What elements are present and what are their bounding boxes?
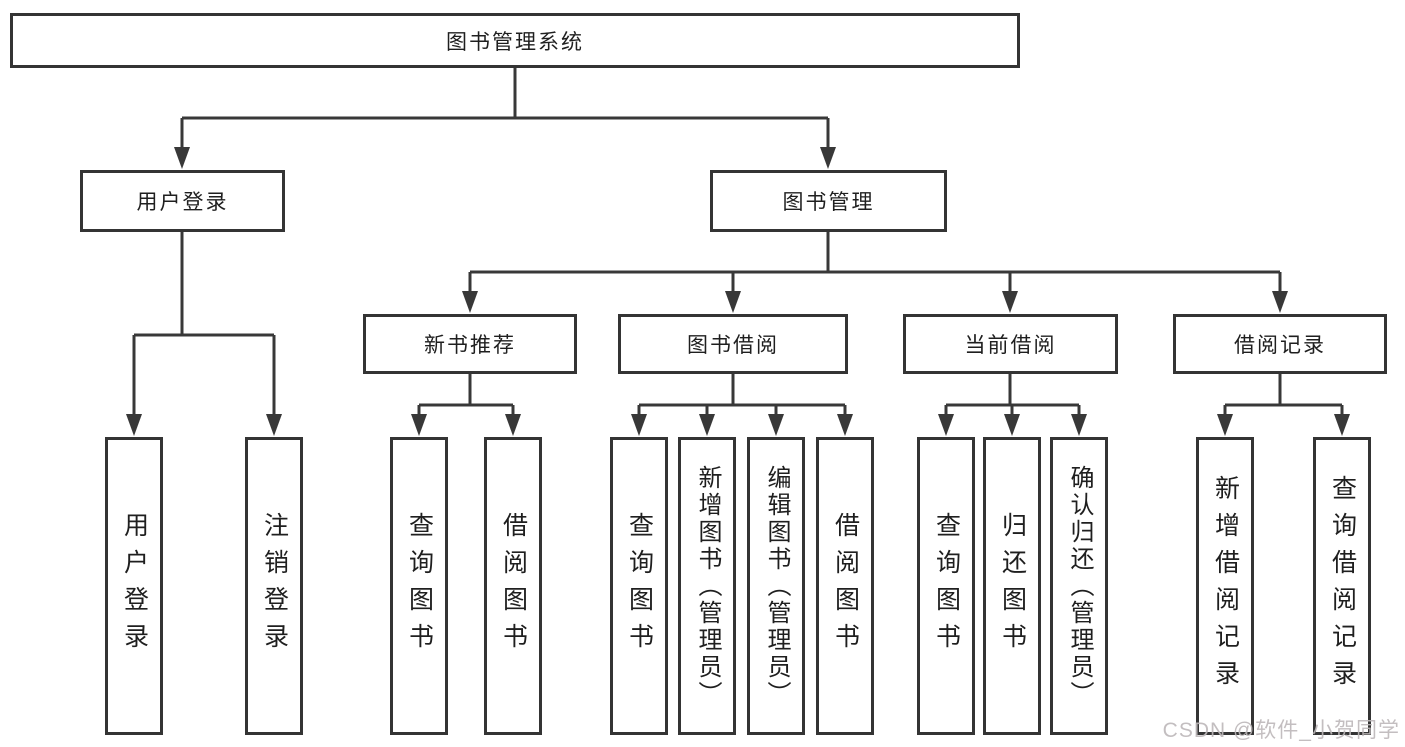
leaf-edit-book-admin-label: 编辑图书（管理员） bbox=[763, 464, 790, 708]
node-new-book-recommend-label: 新书推荐 bbox=[424, 334, 516, 357]
leaf-confirm-return-admin-label: 确认归还（管理员） bbox=[1066, 464, 1093, 708]
node-new-book-recommend: 新书推荐 bbox=[363, 314, 577, 374]
node-current-borrow-label: 当前借阅 bbox=[964, 334, 1057, 357]
leaf-query-books-current-label: 查询图书 bbox=[932, 512, 961, 660]
connector-user-login-to-leaves bbox=[126, 232, 282, 436]
leaf-query-borrow-record-label: 查询借阅记录 bbox=[1328, 475, 1357, 697]
node-book-borrow-label: 图书借阅 bbox=[687, 334, 779, 357]
connector-current-borrow-to-leaves bbox=[938, 374, 1087, 436]
node-borrow-records-label: 借阅记录 bbox=[1234, 334, 1326, 357]
leaf-add-borrow-record: 新增借阅记录 bbox=[1196, 437, 1254, 735]
leaf-query-books-recommend-label: 查询图书 bbox=[405, 512, 434, 660]
connector-new-book-recommend-to-leaves bbox=[411, 374, 521, 436]
node-book-management: 图书管理 bbox=[710, 170, 947, 232]
node-user-login-label: 用户登录 bbox=[136, 191, 229, 214]
leaf-confirm-return-admin: 确认归还（管理员） bbox=[1050, 437, 1108, 735]
leaf-logout-label: 注销登录 bbox=[260, 512, 289, 660]
leaf-add-borrow-record-label: 新增借阅记录 bbox=[1211, 475, 1240, 697]
leaf-logout: 注销登录 bbox=[245, 437, 303, 735]
node-root-system: 图书管理系统 bbox=[10, 13, 1020, 68]
connector-book-borrow-to-leaves bbox=[631, 374, 853, 436]
leaf-borrow-books-recommend-label: 借阅图书 bbox=[499, 512, 528, 660]
leaf-add-book-admin-label: 新增图书（管理员） bbox=[694, 464, 721, 708]
leaf-user-login-label: 用户登录 bbox=[120, 512, 149, 660]
node-root-label: 图书管理系统 bbox=[446, 30, 584, 54]
leaf-return-book-label: 归还图书 bbox=[998, 512, 1027, 660]
leaf-query-books-recommend: 查询图书 bbox=[390, 437, 448, 735]
leaf-query-books-borrow-label: 查询图书 bbox=[625, 512, 654, 660]
leaf-borrow-books: 借阅图书 bbox=[816, 437, 874, 735]
node-borrow-records: 借阅记录 bbox=[1173, 314, 1387, 374]
leaf-borrow-books-recommend: 借阅图书 bbox=[484, 437, 542, 735]
node-current-borrow: 当前借阅 bbox=[903, 314, 1118, 374]
connector-root-to-level2 bbox=[174, 68, 836, 169]
leaf-query-borrow-record: 查询借阅记录 bbox=[1313, 437, 1371, 735]
leaf-edit-book-admin: 编辑图书（管理员） bbox=[747, 437, 805, 735]
leaf-query-books-borrow: 查询图书 bbox=[610, 437, 668, 735]
node-book-borrow: 图书借阅 bbox=[618, 314, 848, 374]
leaf-query-books-current: 查询图书 bbox=[917, 437, 975, 735]
csdn-watermark: CSDN @软件_小贺同学 bbox=[1162, 719, 1400, 742]
leaf-add-book-admin: 新增图书（管理员） bbox=[678, 437, 736, 735]
leaf-borrow-books-label: 借阅图书 bbox=[831, 512, 860, 660]
node-book-management-label: 图书管理 bbox=[782, 191, 875, 214]
node-user-login: 用户登录 bbox=[80, 170, 285, 232]
leaf-return-book: 归还图书 bbox=[983, 437, 1041, 735]
leaf-user-login: 用户登录 bbox=[105, 437, 163, 735]
connector-borrow-records-to-leaves bbox=[1217, 374, 1350, 436]
connector-book-management-to-level3 bbox=[462, 232, 1288, 313]
